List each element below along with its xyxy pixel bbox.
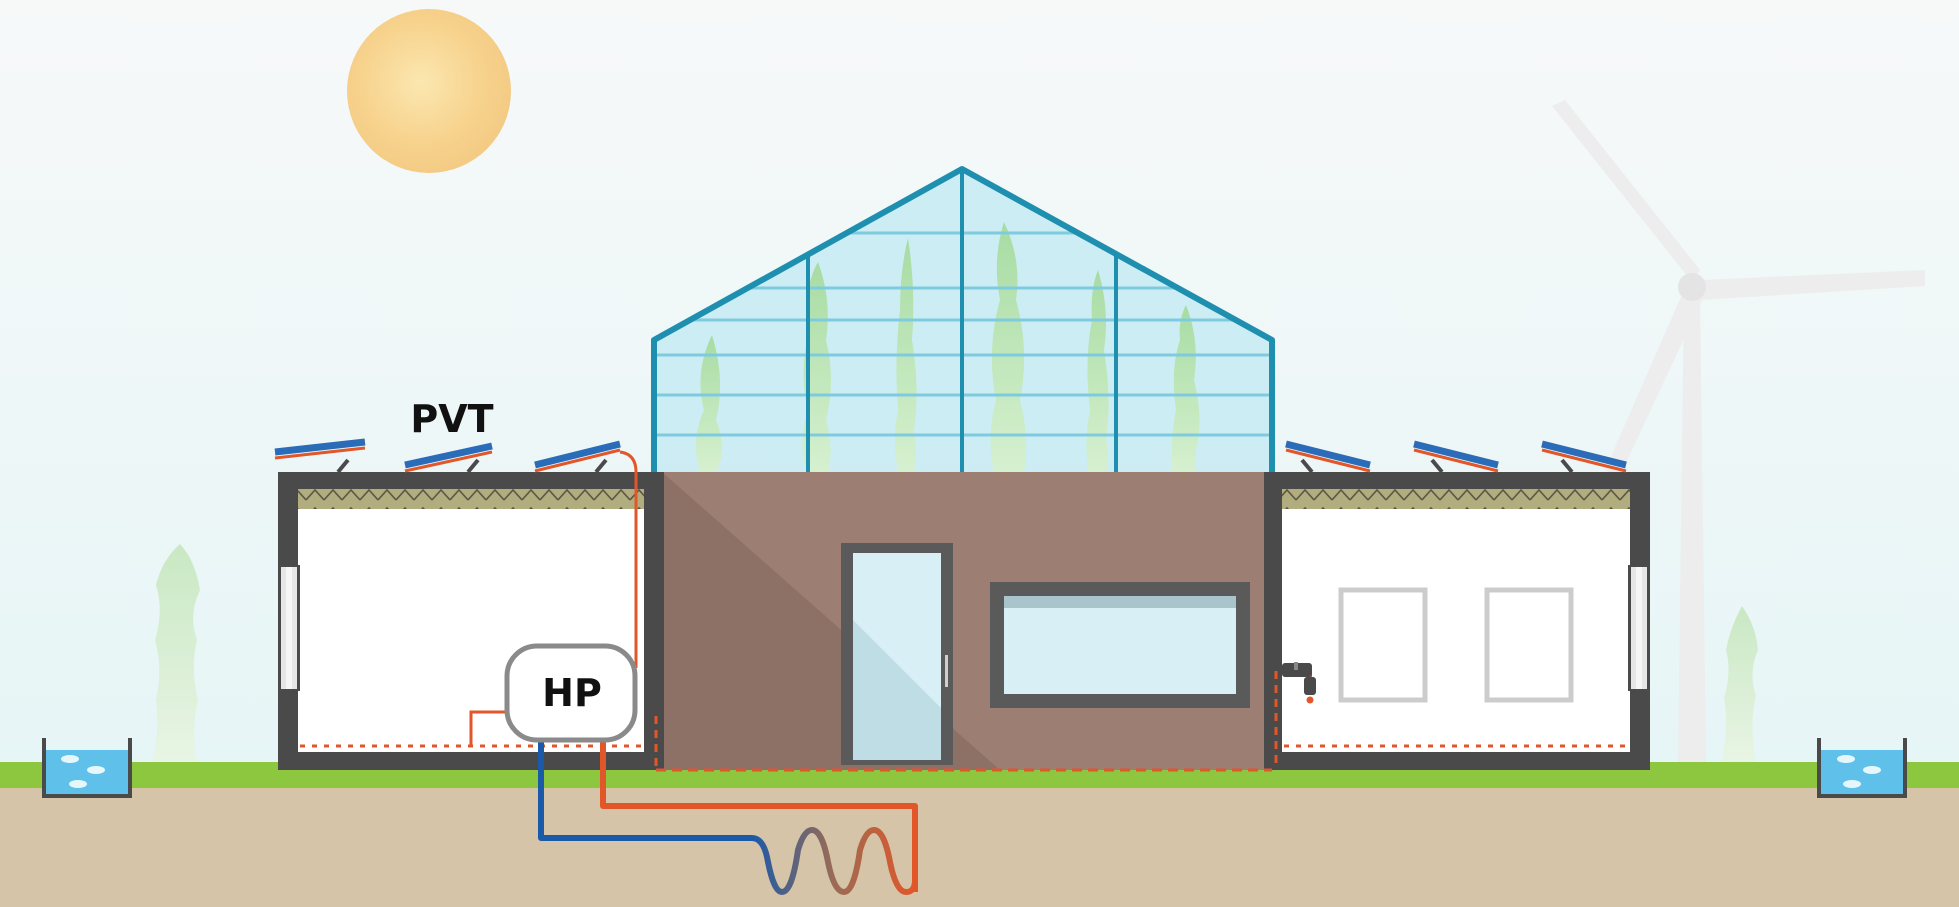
door-icon — [841, 543, 953, 765]
hp-pipe — [469, 710, 513, 746]
pvt-panel-icon — [534, 440, 621, 474]
hp-label: HP — [542, 671, 602, 715]
tree-icon — [1722, 606, 1758, 764]
ground-loop-icon — [749, 826, 918, 896]
pvt-panel-icon — [404, 442, 493, 474]
heat-pump-icon — [504, 643, 638, 743]
window-icon — [990, 582, 1250, 708]
fish-pond-icon — [1817, 738, 1907, 798]
pvt-panel-icon — [274, 438, 366, 474]
fish-pond-icon — [42, 738, 132, 798]
hot-pipe — [600, 738, 918, 892]
sun-icon — [347, 9, 511, 173]
pvt-panel-icon — [1541, 440, 1627, 474]
water-tap-icon — [1274, 662, 1316, 768]
central-block — [662, 472, 1266, 770]
cold-pipe — [538, 738, 752, 841]
pvt-panel-icon — [1413, 440, 1499, 474]
pvt-label: PVT — [410, 397, 493, 441]
soil — [0, 786, 1959, 907]
greenhouse-icon — [651, 166, 1275, 472]
tree-icon — [152, 544, 200, 764]
window-icon — [1338, 587, 1574, 703]
wind-turbine-icon — [1552, 100, 1925, 762]
pvt-panel-icon — [1285, 440, 1371, 474]
pvt-pipe — [619, 450, 638, 668]
right-building — [1264, 472, 1650, 770]
